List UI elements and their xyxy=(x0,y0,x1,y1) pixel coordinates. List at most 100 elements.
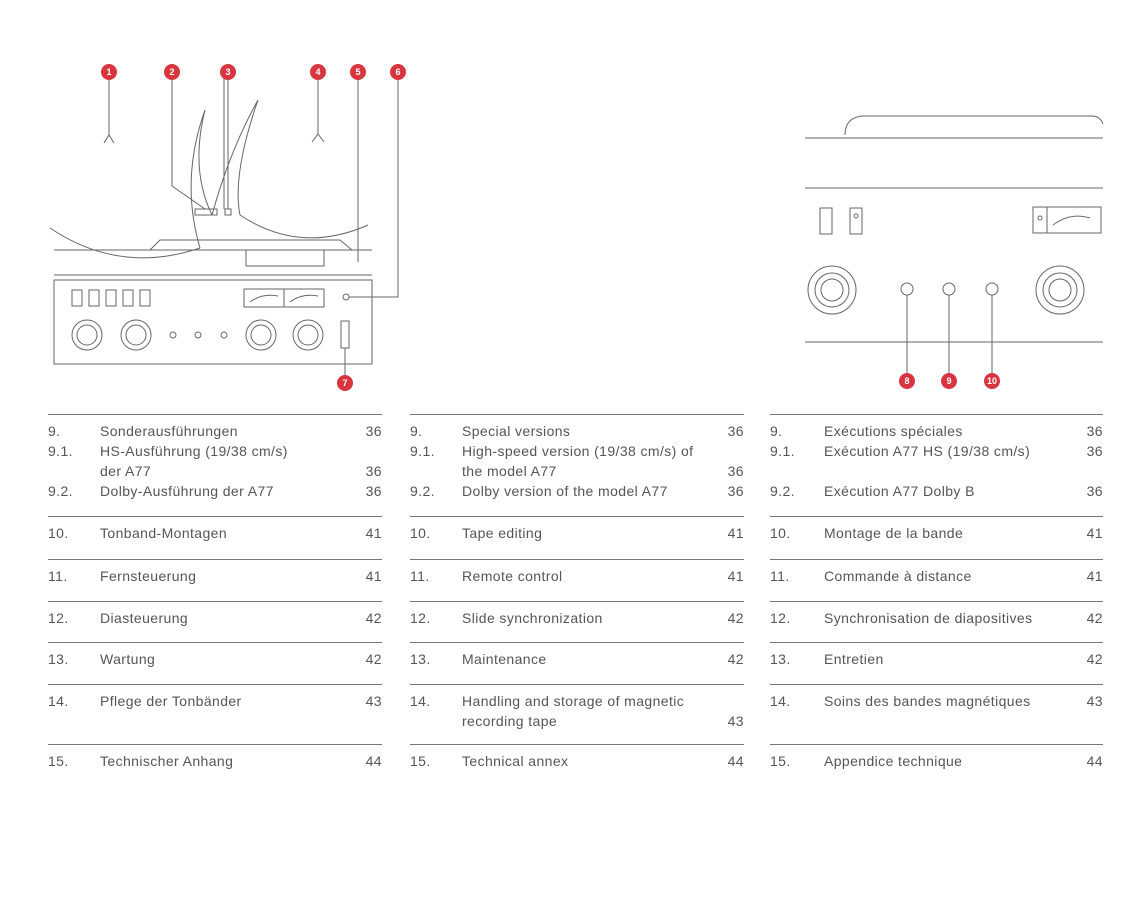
callout-circle xyxy=(390,64,406,80)
toc-entry-number: 14. xyxy=(48,693,69,709)
toc-entry-title: Special versions xyxy=(462,423,571,439)
toc-entry-title: Entretien xyxy=(824,651,884,667)
callout-number: 5 xyxy=(355,67,360,77)
callout-marker: 10 xyxy=(984,373,1000,389)
side-view-drawing xyxy=(805,115,1104,374)
callout-circle xyxy=(310,64,326,80)
toc-entry-page: 44 xyxy=(365,753,382,769)
toc-entry-number: 9.2. xyxy=(410,483,435,499)
toc-entry-title: Wartung xyxy=(100,651,156,667)
callout-marker: 4 xyxy=(310,64,326,80)
callout-markers-side: 8 9 10 xyxy=(899,373,1000,389)
toc-entry-number: 10. xyxy=(48,525,69,541)
toc-entry-title: Montage de la bande xyxy=(824,525,964,541)
toc-entry-title: Tonband-Montagen xyxy=(100,525,228,541)
toc-entry-title: Synchronisation de diapositives xyxy=(824,610,1033,626)
callout-number: 7 xyxy=(342,378,347,388)
toc-section: 9. Exécutions spéciales 36 9.1.Exécution A7… xyxy=(770,414,1103,503)
callout-marker: 8 xyxy=(899,373,915,389)
toc-entry-page: 41 xyxy=(727,525,744,541)
callout-number: 6 xyxy=(395,67,400,77)
toc-entry: 9.1.HS-Ausführung (19/38 cm/s) xyxy=(48,443,382,463)
toc-entry-page: 41 xyxy=(365,525,382,541)
toc-entry-number: 12. xyxy=(410,610,431,626)
toc-entry-page: 43 xyxy=(727,713,744,729)
toc-entry-page: 36 xyxy=(727,483,744,499)
toc-entry: 9.1.Exécution A77 HS (19/38 cm/s)36 xyxy=(770,443,1103,463)
callout-marker: 2 xyxy=(164,64,180,80)
callout-circle xyxy=(164,64,180,80)
toc-entry-title: Slide synchronization xyxy=(462,610,603,626)
toc-entry-title: Tape editing xyxy=(462,525,543,541)
toc-entry-title: Remote control xyxy=(462,568,563,584)
callout-marker: 6 xyxy=(390,64,406,80)
toc-entry-number: 14. xyxy=(770,693,791,709)
toc-entry-number: 9.1. xyxy=(410,443,435,459)
toc-entry-title: Dolby-Ausführung der A77 xyxy=(100,483,274,499)
toc-entry-page: 36 xyxy=(727,463,744,479)
toc-entry-page: 43 xyxy=(365,693,382,709)
toc-entry-title: Fernsteuerung xyxy=(100,568,197,584)
front-view-drawing xyxy=(49,78,399,376)
toc-entry-title: recording tape xyxy=(462,713,558,729)
toc-entry-page: 42 xyxy=(727,610,744,626)
toc-entry-page: 43 xyxy=(1086,693,1103,709)
toc-entry: 10. Tape editing 41 xyxy=(410,525,744,545)
callout-number: 3 xyxy=(225,67,230,77)
callout-circle xyxy=(984,373,1000,389)
callout-circle xyxy=(337,375,353,391)
toc-entry-title: Handling and storage of magnetic xyxy=(462,693,685,709)
toc-entry-title: der A77 xyxy=(100,463,152,479)
toc-entry-page: 41 xyxy=(1086,525,1103,541)
callout-circle xyxy=(350,64,366,80)
toc-entry-title: Exécutions spéciales xyxy=(824,423,963,439)
toc-entry-title: Appendice technique xyxy=(824,753,963,769)
toc-entry-title: Technischer Anhang xyxy=(100,753,234,769)
callout-number: 2 xyxy=(169,67,174,77)
toc-entry-number: 9.2. xyxy=(770,483,795,499)
toc-entry-number: 9.2. xyxy=(48,483,73,499)
toc-entry-number: 10. xyxy=(410,525,431,541)
toc-entry-number: 9. xyxy=(770,423,783,439)
toc-entry: 9.2. Dolby-Ausführung der A77 36 xyxy=(48,483,382,503)
callout-circle xyxy=(220,64,236,80)
toc-entry-page: 36 xyxy=(365,463,382,479)
toc-entry: 14.Handling and storage of magnetic xyxy=(410,693,744,713)
toc-entry-page: 41 xyxy=(727,568,744,584)
callout-circle xyxy=(101,64,117,80)
toc-entry-page: 41 xyxy=(365,568,382,584)
callout-number: 9 xyxy=(946,376,951,386)
callout-circle xyxy=(899,373,915,389)
toc-entry-title: High-speed version (19/38 cm/s) of xyxy=(462,443,694,459)
toc-entry-number: 11. xyxy=(410,568,430,584)
toc-entry-page: 36 xyxy=(365,483,382,499)
toc-entry: 11. Remote control 41 xyxy=(410,568,744,588)
toc-entry: recording tape 43 xyxy=(410,713,744,733)
toc-entry-number: 11. xyxy=(48,568,68,584)
toc-entry-page: 36 xyxy=(1086,483,1103,499)
toc-entry-page: 42 xyxy=(365,610,382,626)
toc-entry: 9.1. High-speed version (19/38 cm/s) of xyxy=(410,443,744,463)
toc-entry-number: 9.1. xyxy=(770,443,795,459)
